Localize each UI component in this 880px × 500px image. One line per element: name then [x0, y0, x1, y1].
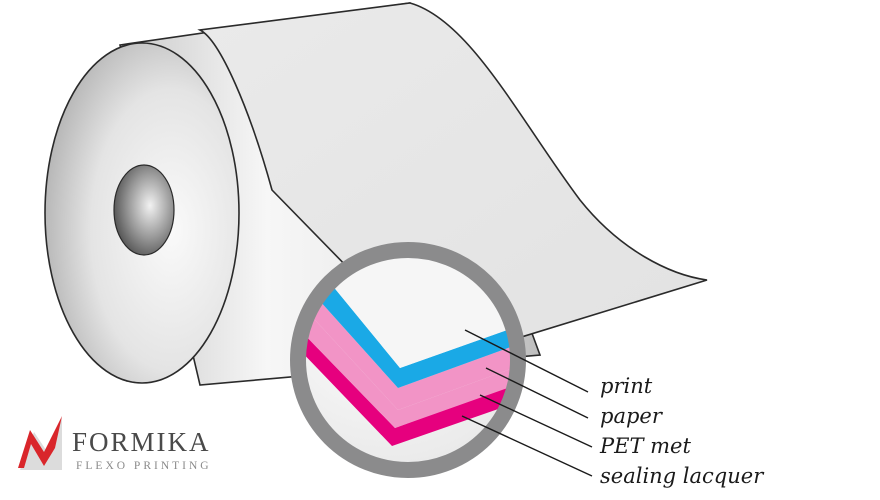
- layer-print: [310, 268, 512, 388]
- layer-pet-met: [304, 308, 512, 428]
- label-print: print: [600, 374, 653, 398]
- label-paper: paper: [600, 404, 664, 428]
- roll-core-hole: [113, 164, 175, 256]
- leader-line-sealing-lacquer: [461, 415, 593, 477]
- brand-name: FORMIKA: [72, 427, 211, 457]
- label-pet-met: PET met: [599, 434, 691, 458]
- brand-tagline: FLEXO PRINTING: [76, 460, 212, 472]
- magnifier-ring: [290, 242, 526, 478]
- leader-line-paper: [485, 367, 589, 419]
- layer-paper: [304, 290, 512, 410]
- leader-line-pet-met: [479, 394, 593, 448]
- leader-line-print: [464, 329, 589, 393]
- leader-lines: [461, 329, 593, 477]
- brand-logo: FORMIKA FLEXO PRINTING: [18, 416, 212, 472]
- film-sheet: [197, 2, 708, 363]
- layer-sealing-lacquer: [304, 330, 512, 446]
- formika-m-logo-icon: [18, 416, 62, 470]
- label-sealing-lacquer: sealing lacquer: [600, 464, 765, 488]
